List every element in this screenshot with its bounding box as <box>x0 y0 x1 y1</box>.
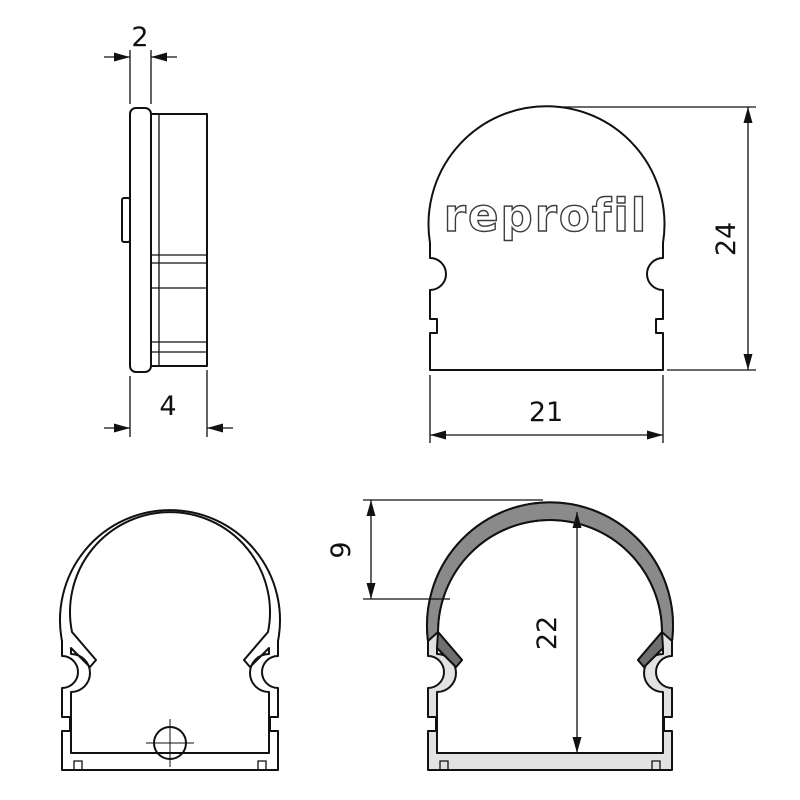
section-clip-tooth-left <box>436 631 463 668</box>
arrowhead <box>430 430 446 440</box>
cap-lip-plate <box>129 107 152 373</box>
arrowhead <box>743 107 753 123</box>
foot-slot <box>439 760 449 770</box>
dimension-total-thickness: 4 <box>104 370 233 437</box>
dimension-cap-width: 21 <box>429 375 664 443</box>
brand-logo-text: reprofil <box>444 189 648 242</box>
side-view: 2 4 <box>104 22 233 437</box>
arrowhead <box>366 500 376 516</box>
dim-label-inner-height: 22 <box>532 616 563 650</box>
arrowhead <box>572 512 582 528</box>
front-view: reprofil 24 21 <box>427 105 756 443</box>
arrowhead <box>743 354 753 370</box>
dim-label-total-thickness: 4 <box>159 391 176 422</box>
dim-label-lip-thickness: 2 <box>131 22 148 53</box>
arrowhead <box>114 423 130 433</box>
profile-outline-view <box>59 509 281 771</box>
dim-label-cap-height: 24 <box>711 222 742 256</box>
dimension-dome-height: 9 <box>326 499 543 600</box>
arrowhead <box>207 423 223 433</box>
arrowhead <box>572 737 582 753</box>
section-clip-tooth-right <box>637 631 664 668</box>
foot-slot <box>73 760 83 770</box>
dimension-lip-thickness: 2 <box>104 22 177 104</box>
cap-side-tab <box>121 197 131 243</box>
foot-slot <box>257 760 267 770</box>
dimension-inner-height: 22 <box>532 512 582 753</box>
cap-body-plate <box>150 113 208 367</box>
arrowhead <box>151 52 167 62</box>
dim-label-cap-width: 21 <box>529 397 563 428</box>
arrowhead <box>366 583 376 599</box>
dimension-cap-height: 24 <box>556 106 756 371</box>
foot-slot <box>651 760 661 770</box>
end-cap-outline <box>427 105 666 371</box>
profile-section-view: 9 22 <box>326 499 674 771</box>
arrowhead <box>647 430 663 440</box>
dim-label-dome-height: 9 <box>326 541 357 558</box>
section-dome-band <box>426 501 674 642</box>
arrowhead <box>114 52 130 62</box>
profile-inner-contour <box>69 511 271 754</box>
profile-outer-contour <box>59 509 281 771</box>
